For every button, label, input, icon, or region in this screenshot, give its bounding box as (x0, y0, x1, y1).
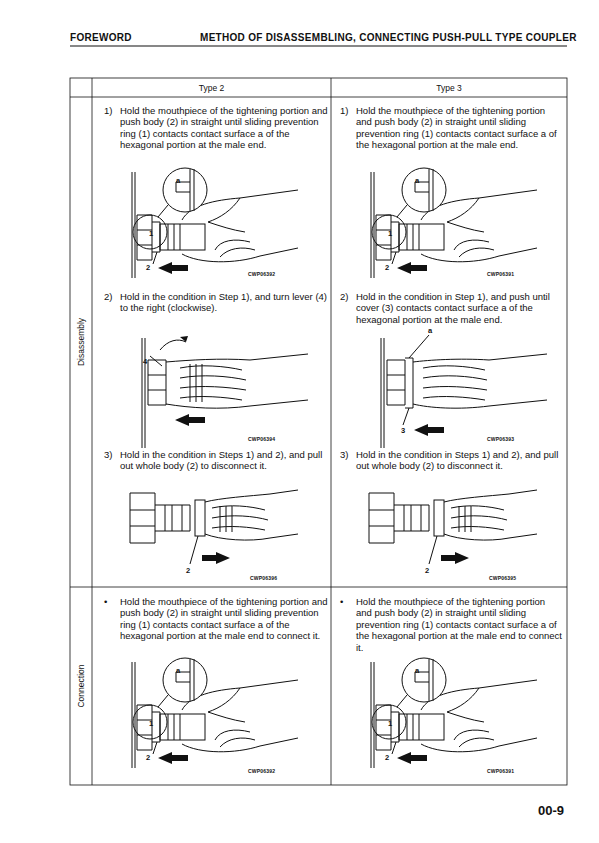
step-number: • (340, 596, 343, 607)
callout: 4 (143, 357, 147, 366)
table-grid (92, 78, 93, 785)
callout: 1 (149, 229, 153, 238)
table-grid (331, 78, 332, 785)
step-number: 2) (340, 291, 348, 302)
figure-code: CWP06395 (489, 575, 516, 581)
row-header: Connection (75, 636, 87, 736)
figure-code: CWP06393 (487, 436, 514, 442)
figure-code: CWP06391 (487, 768, 514, 774)
step-text: Hold the mouthpiece of the tightening po… (120, 596, 328, 642)
callout: 2 (425, 566, 429, 575)
step-text: Hold in the condition in Steps 1) and 2)… (120, 449, 328, 472)
page-header: FOREWORD (70, 32, 132, 43)
header-rule (70, 45, 567, 46)
separated-illustration (369, 490, 537, 564)
table-grid (70, 78, 567, 785)
callout: a (176, 666, 180, 675)
callout: a (415, 176, 419, 185)
callout: 2 (146, 263, 150, 272)
column-header: Type 2 (92, 83, 331, 93)
step-text: Hold the mouthpiece of the tightening po… (356, 596, 562, 653)
coupler-illustration (371, 658, 537, 768)
coupler-illustration (132, 658, 298, 768)
step-text: Hold the mouthpiece of the tightening po… (356, 105, 562, 151)
coupler-illustration (132, 168, 298, 278)
step-text: Hold the mouthpiece of the tightening po… (120, 105, 328, 151)
callout: 2 (385, 753, 389, 762)
figure-code: CWP06391 (487, 271, 514, 277)
callout: 2 (186, 566, 190, 575)
step-number: 3) (340, 449, 348, 460)
row-header: Disassembly (75, 292, 87, 392)
callout: 1 (388, 229, 392, 238)
step-text: Hold in the condition in Step 1), and pu… (356, 291, 562, 325)
column-header: Type 3 (331, 83, 567, 93)
step-number: 2) (104, 291, 112, 302)
step-number: 1) (340, 105, 348, 116)
step-number: • (104, 596, 107, 607)
figure-code: CWP06392 (248, 768, 275, 774)
callout: 2 (146, 753, 150, 762)
step-text: Hold in the condition in Step 1), and tu… (120, 291, 328, 314)
lever-illustration (142, 336, 308, 448)
table-grid (70, 587, 567, 588)
figure-code: CWP06396 (250, 575, 277, 581)
callout: 1 (388, 719, 392, 728)
figure-code: CWP06394 (248, 436, 275, 442)
callout: 3 (401, 426, 405, 435)
callout: a (428, 326, 432, 335)
callout: 2 (385, 263, 389, 272)
cover-illustration (381, 335, 547, 448)
callout: a (176, 176, 180, 185)
figure-code: CWP06392 (248, 271, 275, 277)
callout: a (415, 666, 419, 675)
callout: 1 (149, 719, 153, 728)
table-grid (70, 78, 567, 785)
step-text: Hold in the condition in Steps 1) and 2)… (356, 449, 562, 472)
page-header-title: METHOD OF DISASSEMBLING, CONNECTING PUSH… (200, 32, 567, 43)
page-number: 00-9 (538, 803, 564, 818)
table-grid (70, 97, 567, 98)
coupler-illustration (371, 168, 537, 278)
step-number: 1) (104, 105, 112, 116)
separated-illustration (130, 490, 298, 564)
step-number: 3) (104, 449, 112, 460)
